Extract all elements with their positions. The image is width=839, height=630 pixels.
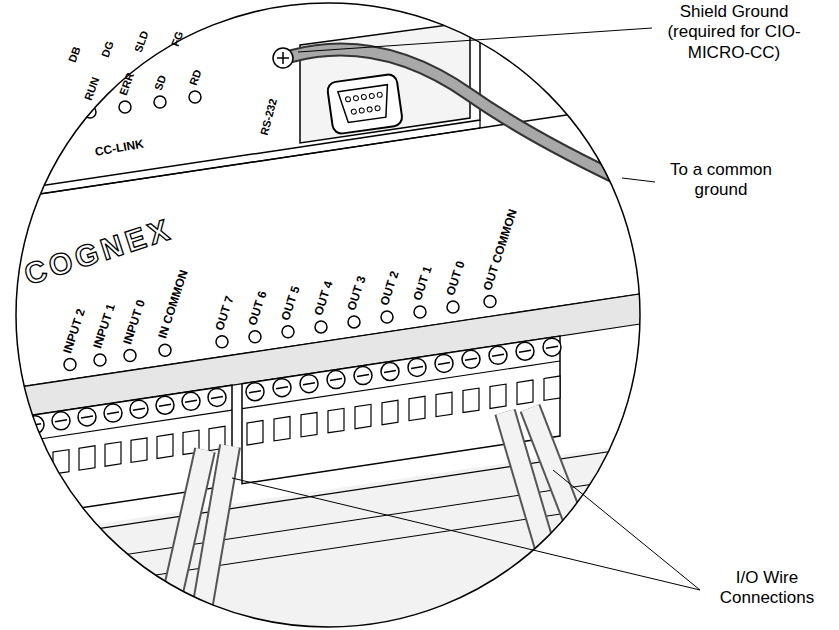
panel-label: FG [170, 30, 186, 48]
panel-label: OUT 0 [444, 260, 466, 297]
panel-label: RUN [83, 76, 101, 102]
panel-label: OUT 5 [279, 284, 301, 321]
panel-label: INPUT 1 [91, 302, 117, 349]
panel-label: INPUT 0 [121, 298, 147, 345]
panel-label: INPUT 2 [61, 307, 87, 354]
panel-label: CC-LINK [94, 138, 145, 158]
panel-label: SD [153, 74, 169, 92]
panel-label: OUT 1 [411, 265, 433, 302]
panel-label: DB [67, 45, 83, 64]
leader-lines [232, 28, 700, 590]
closeup-outline [16, 3, 640, 627]
panel-label: RD [188, 68, 204, 87]
callout-label: Shield Ground (required for CIO-MICRO-CC… [658, 2, 810, 63]
brand-logo: COGNEX [21, 214, 177, 290]
panel-label: OUT COMMON [481, 207, 519, 291]
callout-label: To a common ground [660, 160, 782, 201]
panel-label: DG [100, 40, 116, 59]
panel-label: OUT 7 [213, 294, 235, 331]
panel-label: OUT 4 [312, 279, 334, 316]
panel-label: SLD [133, 29, 151, 53]
panel-label: IN COMMON [156, 269, 189, 341]
panel-label: OUT 2 [378, 269, 400, 306]
closeup-view [0, 0, 660, 630]
callout-label: I/O Wire Connections [704, 568, 830, 609]
panel-label: OUT 3 [345, 274, 367, 311]
panel-label: ERR [118, 71, 136, 97]
panel-label: OUT 6 [246, 289, 268, 326]
panel-label: RS-232 [259, 98, 279, 137]
